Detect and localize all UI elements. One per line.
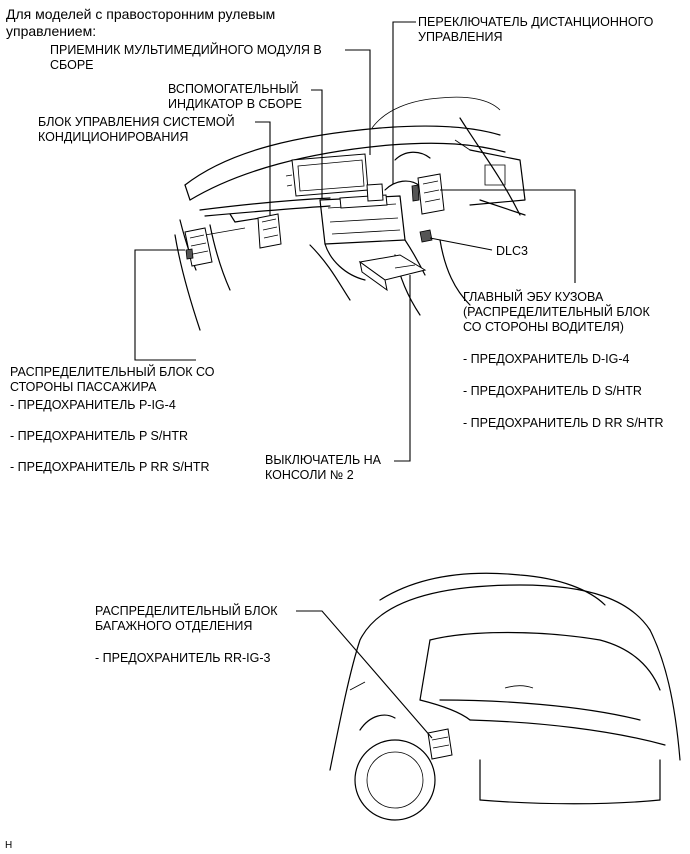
main-body-ecu-part: [411, 173, 445, 215]
console-switch-part: [358, 254, 427, 292]
multimedia-receiver-part: [285, 153, 369, 197]
dashboard-drawing: [174, 96, 526, 331]
label-main-body-ecu: ГЛАВНЫЙ ЭБУ КУЗОВА (РАСПРЕДЕЛИТЕЛЬНЫЙ БЛ…: [463, 290, 650, 334]
label-passenger-fuse-3: - ПРЕДОХРАНИТЕЛЬ P RR S/HTR: [10, 460, 210, 474]
label-dlc3: DLC3: [496, 244, 528, 258]
label-remote-switch: ПЕРЕКЛЮЧАТЕЛЬ ДИСТАНЦИОННОГО УПРАВЛЕНИЯ: [418, 15, 654, 44]
label-driver-fuse-3: - ПРЕДОХРАНИТЕЛЬ D RR S/HTR: [463, 416, 664, 430]
remote-switch-part: [366, 183, 384, 202]
label-aux-indicator: ВСПОМОГАТЕЛЬНЫЙ ИНДИКАТОР В СБОРЕ: [168, 82, 303, 111]
ac-control-part: [257, 213, 282, 249]
label-driver-fuse-2: - ПРЕДОХРАНИТЕЛЬ D S/HTR: [463, 384, 642, 398]
label-ac-control: БЛОК УПРАВЛЕНИЯ СИСТЕМОЙ КОНДИЦИОНИРОВАН…: [38, 115, 235, 144]
label-luggage-block: РАСПРЕДЕЛИТЕЛЬНЫЙ БЛОК БАГАЖНОГО ОТДЕЛЕН…: [95, 604, 278, 633]
passenger-junction-block-part: [184, 227, 213, 267]
label-passenger-block: РАСПРЕДЕЛИТЕЛЬНЫЙ БЛОК СО СТОРОНЫ ПАССАЖ…: [10, 365, 215, 394]
label-passenger-fuse-2: - ПРЕДОХРАНИТЕЛЬ P S/HTR: [10, 429, 189, 443]
leader-lines: [134, 21, 576, 739]
label-multimedia-receiver: ПРИЕМНИК МУЛЬТИМЕДИЙНОГО МОДУЛЯ В СБОРЕ: [50, 43, 322, 72]
label-luggage-fuse: - ПРЕДОХРАНИТЕЛЬ RR-IG-3: [95, 651, 271, 665]
label-driver-fuse-1: - ПРЕДОХРАНИТЕЛЬ D-IG-4: [463, 352, 630, 366]
header-text: Для моделей с правосторонним рулевым упр…: [6, 6, 276, 39]
label-passenger-fuse-1: - ПРЕДОХРАНИТЕЛЬ P-IG-4: [10, 398, 176, 412]
footer-code: H: [5, 840, 13, 851]
label-console-switch: ВЫКЛЮЧАТЕЛЬ НА КОНСОЛИ № 2: [265, 453, 382, 482]
dlc3-part: [419, 229, 433, 243]
car-rear-drawing: [329, 572, 681, 821]
